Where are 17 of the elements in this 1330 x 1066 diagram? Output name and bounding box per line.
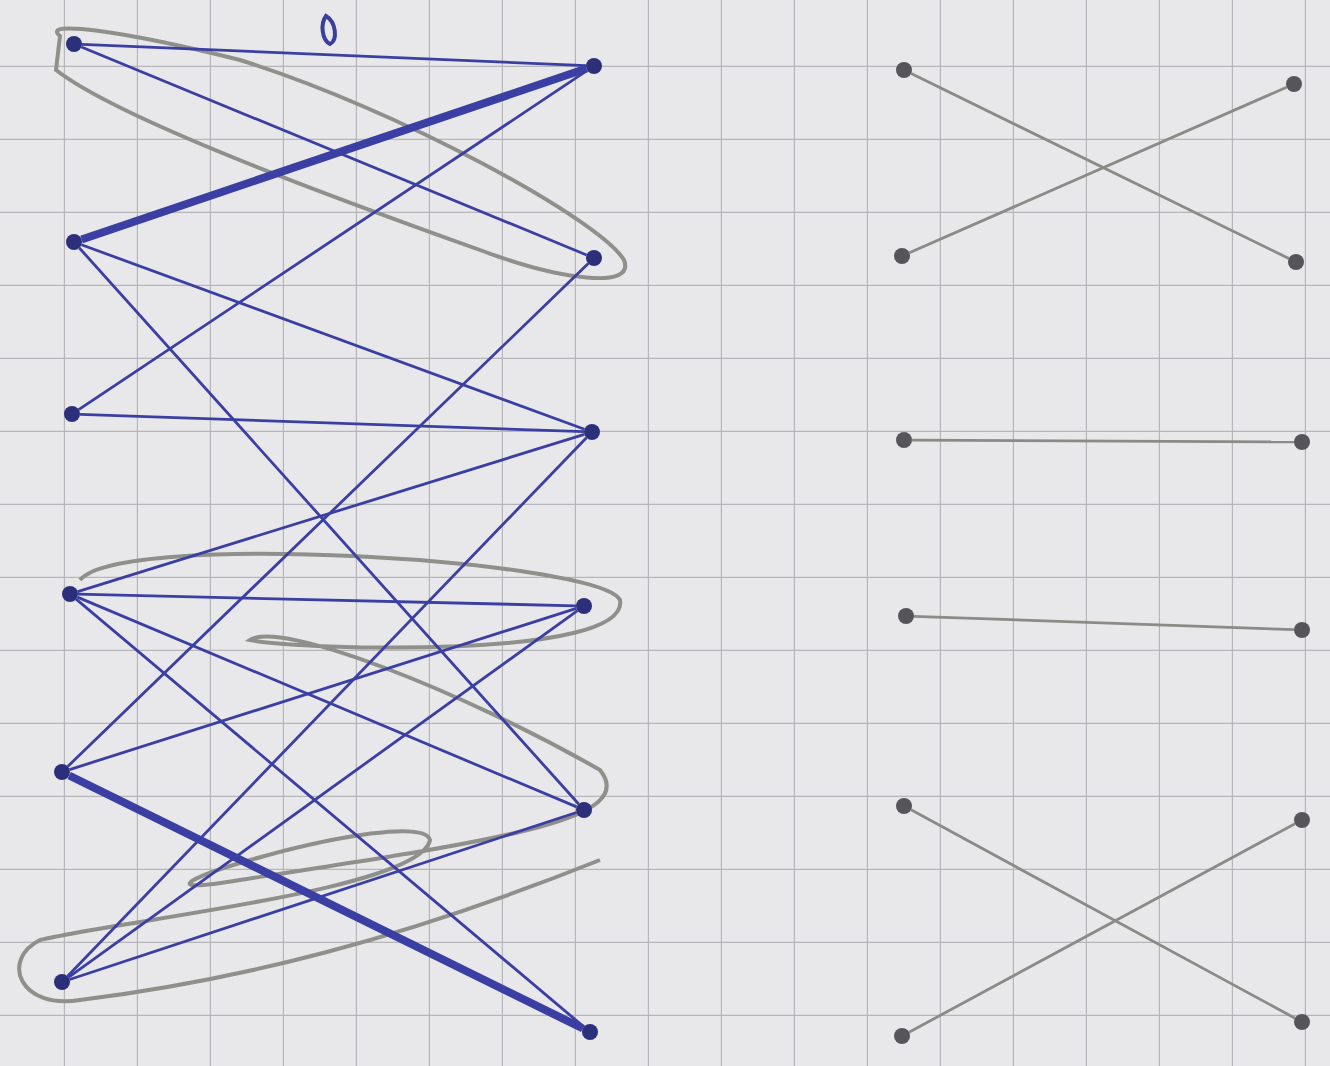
connector-line (67, 771, 585, 1033)
connector-line (81, 42, 587, 68)
connector-line (69, 811, 577, 981)
connector-line (76, 595, 578, 809)
connector-line (77, 69, 589, 411)
connector-line (913, 614, 1295, 632)
connector-line (81, 243, 585, 431)
connector-line (80, 45, 588, 257)
connector-line (77, 592, 577, 608)
connector-line (80, 64, 588, 244)
connector-line (69, 607, 577, 771)
connector-line (912, 438, 1294, 444)
connector-line (77, 433, 585, 593)
connector-line (79, 412, 585, 434)
connector-line (75, 598, 585, 1028)
connector-line (67, 609, 579, 979)
connector-line (66, 436, 588, 978)
